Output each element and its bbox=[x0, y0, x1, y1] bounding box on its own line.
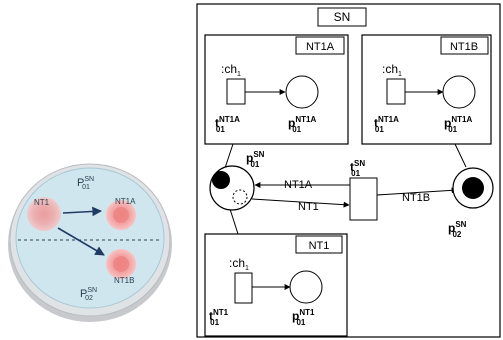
module-nt1a-channel: :ch1 bbox=[221, 62, 241, 78]
place-sn01-empty-token bbox=[232, 189, 248, 205]
module-nt1-title: NT1 bbox=[309, 240, 330, 252]
transition-sn01 bbox=[349, 177, 378, 221]
place-nt1b-01 bbox=[442, 75, 476, 109]
link-sn01-to-nt1a bbox=[224, 143, 234, 169]
module-nt1a-title: NT1A bbox=[306, 41, 335, 53]
module-nt1b-title: NT1B bbox=[450, 41, 478, 53]
place-nt1-01 bbox=[289, 270, 323, 304]
place-sn02-token bbox=[462, 177, 484, 199]
module-nt1-channel: :ch1 bbox=[229, 256, 249, 272]
module-nt1a-title-box bbox=[295, 36, 345, 55]
transition-nt1-01 bbox=[234, 272, 253, 304]
module-nt1b-title-box bbox=[440, 36, 489, 55]
link-sn01-to-nt1 bbox=[229, 208, 239, 235]
arc-nt1-label: NT1 bbox=[298, 201, 319, 213]
cell-nt1b-nucleus bbox=[113, 256, 129, 272]
sn-title: SN bbox=[334, 10, 351, 24]
arc-tsn01-to-psn02 bbox=[376, 187, 458, 196]
arrow-nt1-to-nt1a bbox=[62, 206, 102, 217]
arc-nt1b-label: NT1B bbox=[402, 192, 430, 204]
place-sn01-token bbox=[212, 171, 230, 189]
cell-nt1b-label: NT1B bbox=[114, 276, 134, 285]
sn-title-box bbox=[317, 7, 367, 27]
module-nt1b-channel: :ch1 bbox=[382, 62, 402, 78]
cell-nt1-label: NT1 bbox=[34, 198, 50, 207]
place-nt1a-01 bbox=[285, 75, 319, 109]
module-nt1-title-box bbox=[295, 235, 343, 254]
arrow-nt1-to-nt1b bbox=[57, 227, 105, 256]
arc-psn01-to-tsn01 bbox=[251, 198, 350, 208]
arc-nt1a-label: NT1A bbox=[284, 179, 313, 191]
cell-nt1a-label: NT1A bbox=[115, 197, 136, 206]
cell-nt1 bbox=[27, 197, 61, 231]
cell-nt1a-nucleus bbox=[113, 207, 129, 223]
link-sn02-to-nt1b bbox=[454, 143, 467, 168]
transition-nt1b-01 bbox=[386, 78, 406, 105]
transition-nt1a-01 bbox=[226, 78, 246, 105]
